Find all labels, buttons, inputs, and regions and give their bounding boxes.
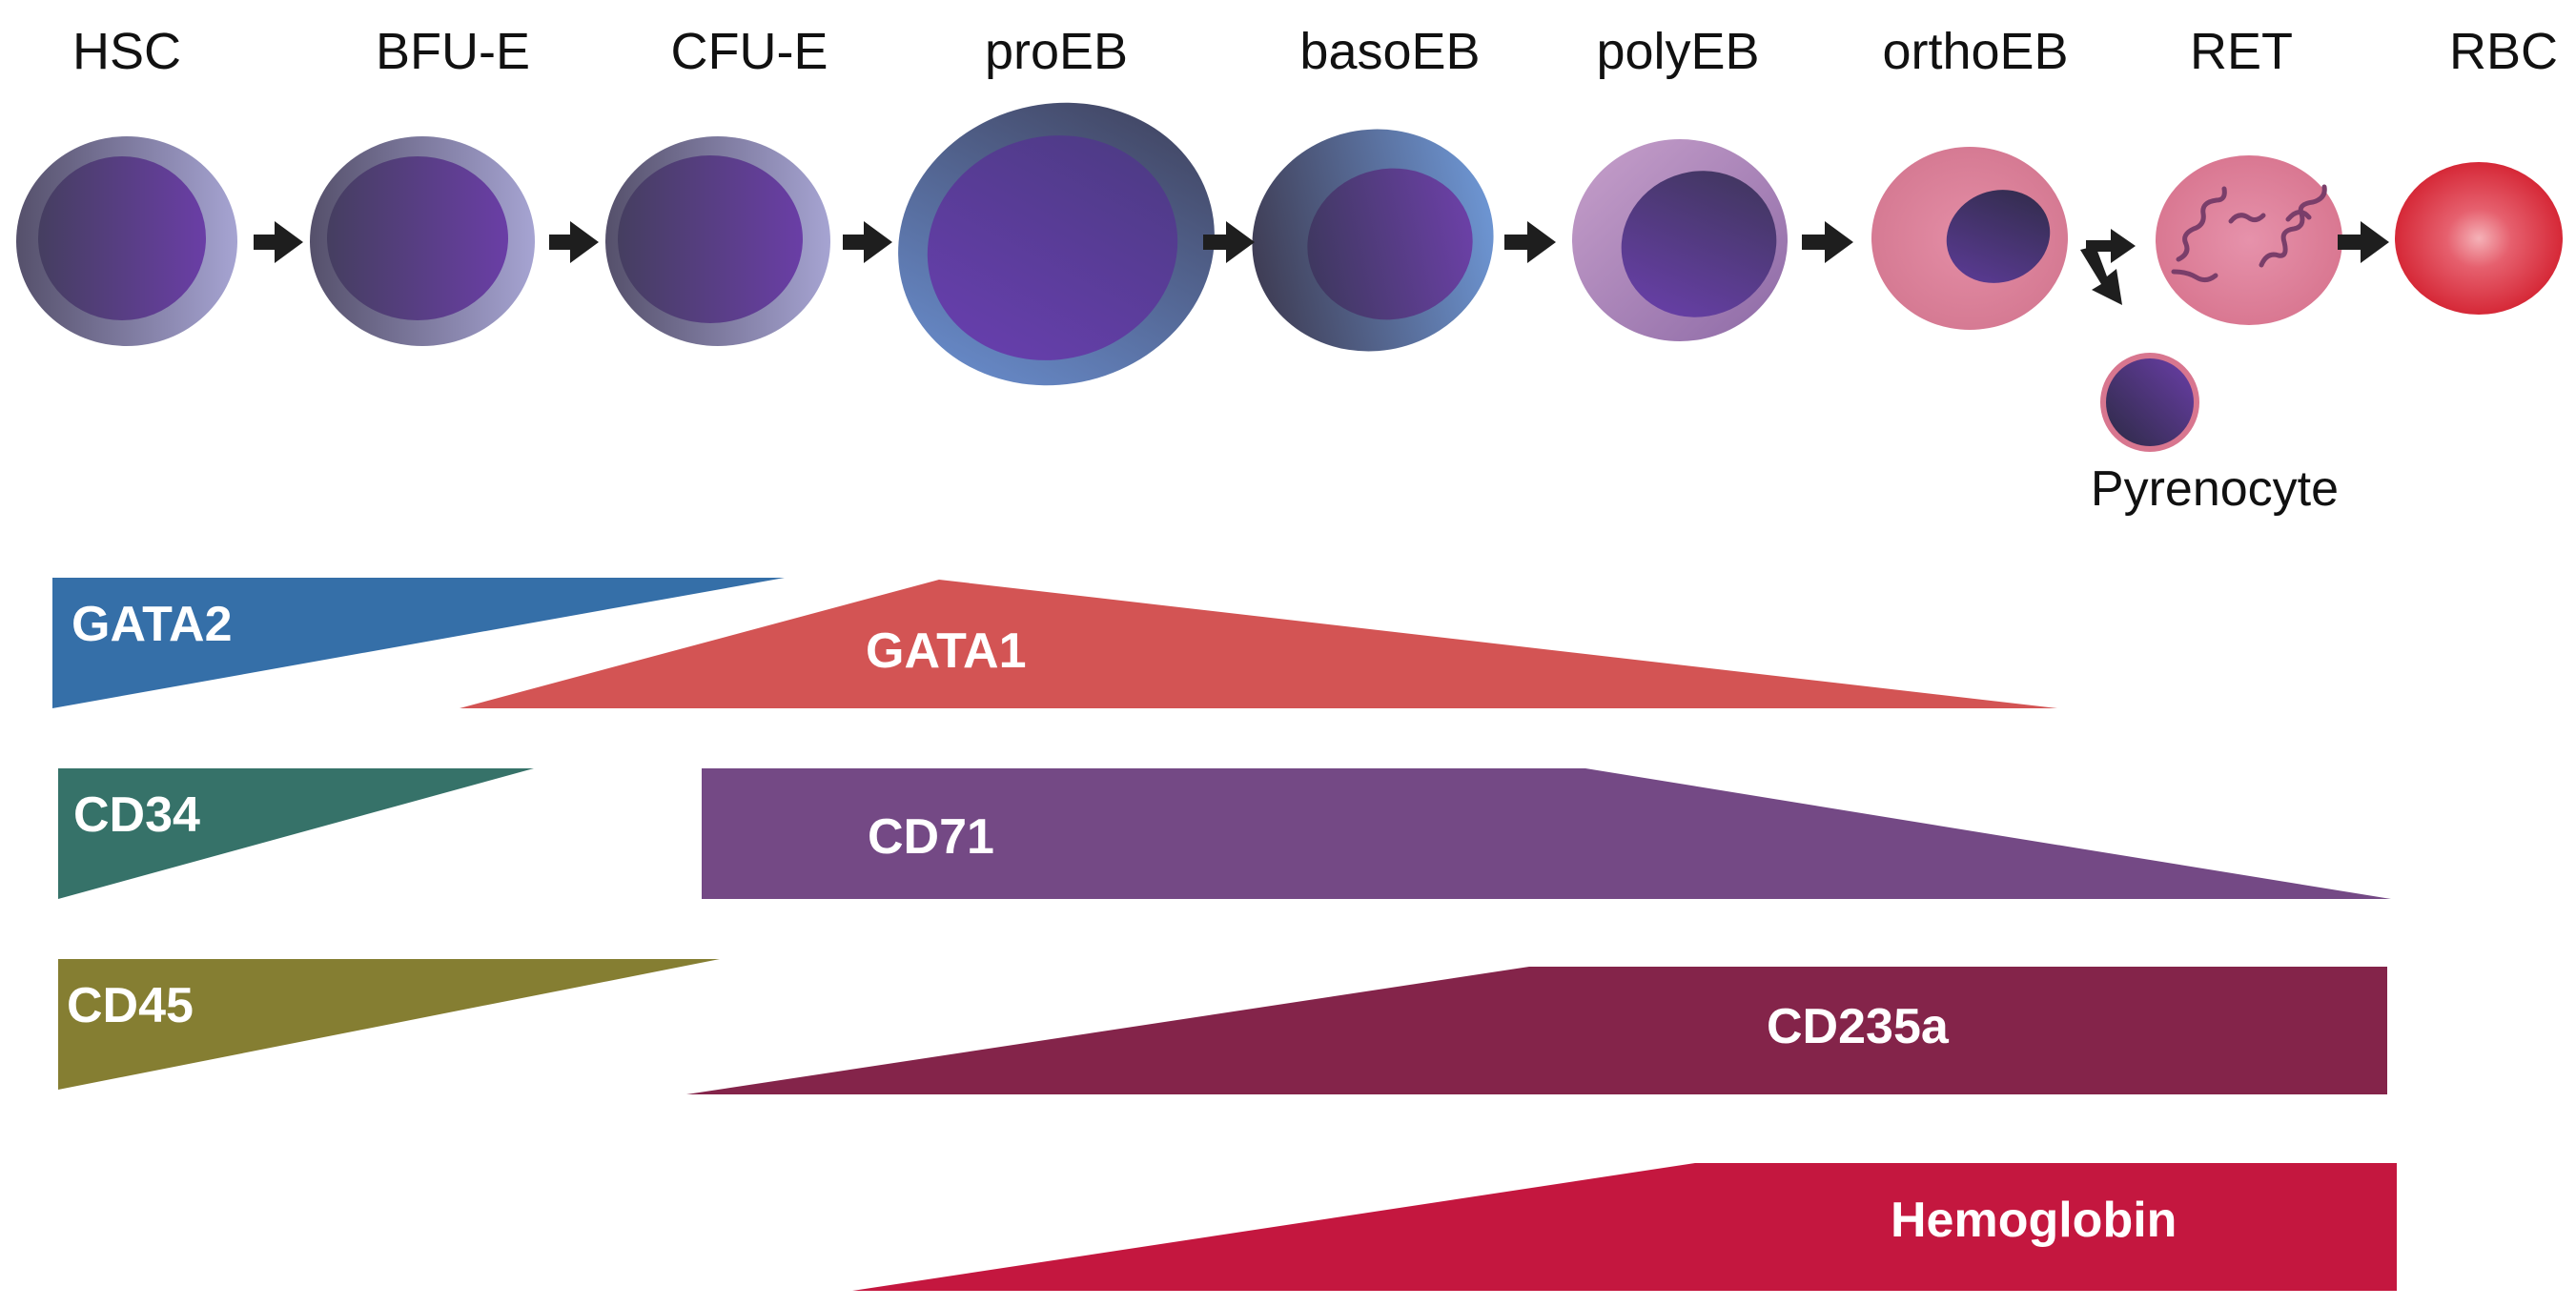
stage-label-bfue: BFU-E bbox=[376, 23, 530, 80]
cell-proeb bbox=[898, 102, 1215, 386]
stage-label-proeb: proEB bbox=[985, 23, 1128, 80]
arrow-hsc-bfue bbox=[254, 221, 303, 263]
cell-rbc bbox=[2395, 162, 2563, 315]
stage-label-cfue: CFU-E bbox=[671, 23, 828, 80]
stage-label-hsc: HSC bbox=[72, 23, 181, 80]
band-label-cd235a: CD235a bbox=[1767, 999, 1950, 1054]
band-label-gata2: GATA2 bbox=[72, 597, 233, 652]
band-cd34 bbox=[58, 768, 534, 899]
cell-basoeb bbox=[1252, 129, 1494, 352]
arrow-enucleation bbox=[2080, 229, 2136, 305]
cell-pyrenocyte bbox=[2100, 353, 2199, 452]
cell-cfue bbox=[605, 136, 830, 346]
band-label-cd45: CD45 bbox=[67, 978, 194, 1033]
arrow-cfue-proeb bbox=[843, 221, 892, 263]
cell-ret bbox=[2156, 155, 2342, 325]
stage-label-basoeb: basoEB bbox=[1299, 23, 1480, 80]
arrow-basoeb-polyeb bbox=[1504, 221, 1556, 263]
cell-polyeb bbox=[1572, 139, 1788, 341]
cell-bfue bbox=[310, 136, 535, 346]
band-cd235a bbox=[686, 967, 2387, 1094]
band-label-cd71: CD71 bbox=[868, 809, 994, 865]
arrow-ret-rbc bbox=[2338, 221, 2389, 263]
band-label-hemoglobin: Hemoglobin bbox=[1891, 1193, 2177, 1248]
pyrenocyte-label: Pyrenocyte bbox=[2091, 461, 2339, 517]
stage-label-rbc: RBC bbox=[2449, 23, 2558, 80]
cell-orthoeb bbox=[1871, 147, 2068, 330]
stage-label-polyeb: polyEB bbox=[1596, 23, 1759, 80]
cell-hsc bbox=[16, 136, 237, 346]
arrow-bfue-cfue bbox=[549, 221, 599, 263]
band-gata1 bbox=[460, 580, 2057, 708]
stage-label-orthoeb: orthoEB bbox=[1882, 23, 2068, 80]
band-gata2 bbox=[52, 578, 785, 708]
band-cd45 bbox=[58, 959, 720, 1090]
band-cd71 bbox=[702, 768, 2391, 899]
band-label-gata1: GATA1 bbox=[866, 623, 1027, 679]
arrow-polyeb-orthoeb bbox=[1802, 221, 1853, 263]
arrow-proeb-basoeb bbox=[1203, 221, 1255, 263]
stage-label-ret: RET bbox=[2190, 23, 2293, 80]
band-label-cd34: CD34 bbox=[73, 787, 200, 843]
band-hemoglobin bbox=[852, 1163, 2397, 1291]
